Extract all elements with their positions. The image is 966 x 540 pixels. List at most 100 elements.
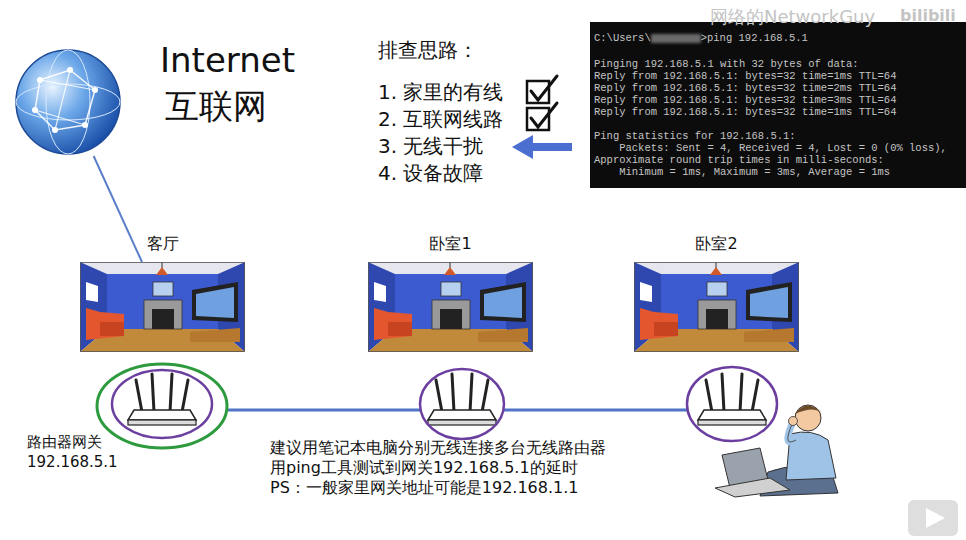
router-icon: [470, 374, 472, 412]
wall-picture: [707, 282, 727, 296]
note-text: 建议用笔记本电脑分别无线连接多台无线路由器: [270, 438, 606, 458]
globe-icon: [40, 80, 95, 90]
pointer-arrow: [512, 135, 533, 159]
title-text: 互联网: [165, 86, 267, 127]
globe-icon: [35, 70, 95, 130]
room-ceiling: [368, 262, 533, 274]
person-with-laptop: [788, 424, 796, 442]
highlight-ring: [97, 364, 227, 448]
ceiling-lamp: [156, 267, 168, 275]
wall-picture: [640, 282, 652, 302]
terminal-text: Minimum = 1ms, Maximum = 3ms, Average = …: [594, 166, 890, 178]
router-icon: [436, 374, 488, 412]
router-icon: [152, 374, 154, 412]
fireplace: [698, 300, 736, 329]
list-item: 3. 无线干扰: [378, 134, 483, 159]
person-with-laptop: [795, 405, 821, 414]
sofa: [374, 308, 412, 340]
router-icon: [722, 374, 724, 412]
router-icon: [182, 380, 188, 412]
wireless-link: [504, 409, 687, 412]
globe-icon: [16, 50, 120, 154]
list-heading: 排查思路：: [378, 38, 478, 63]
room-picture: 卧室1: [368, 262, 533, 352]
room-illustration: [80, 262, 245, 352]
router-icon: [436, 380, 442, 412]
wall-picture: [153, 282, 173, 296]
router-icon: [752, 380, 758, 412]
tv: [480, 282, 526, 322]
tv-cabinet: [190, 328, 240, 342]
sofa: [640, 308, 678, 340]
globe-icon: [37, 77, 43, 83]
tv: [192, 282, 238, 322]
globe-icon: [16, 84, 120, 120]
router-icon: [428, 374, 496, 425]
tv-screen: [484, 287, 522, 318]
terminal-line: Reply from 192.168.5.1: bytes=32 time=1m…: [594, 106, 962, 118]
room-name: 卧室2: [634, 234, 799, 254]
highlight-ring: [112, 370, 212, 438]
globe-icon: Internet互联网: [15, 48, 123, 156]
terminal-window: C:\Users\ >ping 192.168.5.1Pinging 192.16…: [590, 22, 966, 188]
terminal-line: Reply from 192.168.5.1: bytes=32 time=3m…: [594, 94, 962, 106]
sofa-seat: [388, 322, 412, 336]
terminal-text: C:\Users\: [594, 32, 651, 44]
router-icon: [428, 410, 496, 420]
terminal-line: Ping statistics for 192.168.5.1:: [594, 130, 962, 142]
fireplace-opening: [152, 309, 174, 329]
play-button: [908, 500, 958, 536]
check-box: [531, 103, 557, 127]
room-name: 客厅: [80, 234, 245, 254]
globe-icon: [52, 127, 58, 133]
terminal-line: Pinging 192.168.5.1 with 32 bytes of dat…: [594, 58, 962, 70]
list-item: 4. 设备故障: [378, 161, 483, 186]
terminal-line: Reply from 192.168.5.1: bytes=32 time=1m…: [594, 70, 962, 82]
sofa-seat: [654, 322, 678, 336]
globe-icon: [92, 87, 98, 93]
room-border: [635, 263, 799, 352]
ceiling-lamp: [444, 267, 456, 275]
tv-cabinet: [478, 328, 528, 342]
note-text: PS：一般家里网关地址可能是192.168.1.1: [270, 478, 579, 498]
play-button: [926, 508, 945, 528]
router-icon: [170, 374, 172, 412]
router-icon: [428, 420, 496, 425]
router-icon: [128, 420, 196, 425]
terminal-text: >ping 192.168.5.1: [701, 32, 808, 44]
router-icon: [128, 374, 196, 425]
person-with-laptop: [715, 405, 838, 497]
tv: [746, 282, 792, 322]
globe-icon: [67, 67, 73, 73]
router-icon: [698, 374, 766, 425]
router-icon: [698, 420, 766, 425]
terminal-line: Minimum = 1ms, Maximum = 3ms, Average = …: [594, 166, 962, 178]
pointer-arrow: [512, 135, 572, 159]
room-ceiling: [80, 262, 245, 274]
room-picture: 客厅: [80, 262, 245, 352]
terminal-text: Ping statistics for 192.168.5.1:: [594, 130, 796, 142]
network-cable: [94, 156, 142, 262]
tv-screen: [750, 287, 788, 318]
highlight-ring: [420, 369, 504, 439]
gateway-label: 路由器网关: [27, 433, 102, 452]
terminal-text: Reply from 192.168.5.1: bytes=32 time=3m…: [594, 94, 896, 106]
note-text: 用ping工具测试到网关192.168.5.1的延时: [270, 458, 578, 478]
watermark: 网络的NetworkGuy: [710, 6, 875, 29]
fireplace-opening: [440, 309, 462, 329]
router-icon: [706, 374, 758, 412]
globe-icon: [46, 50, 90, 154]
router-icon: [136, 374, 188, 412]
room-ceiling: [634, 262, 799, 274]
router-icon: [740, 374, 742, 412]
terminal-line: C:\Users\ >ping 192.168.5.1: [594, 32, 962, 44]
router-icon: [706, 380, 712, 412]
wall-picture: [86, 282, 98, 302]
terminal-text: Pinging 192.168.5.1 with 32 bytes of dat…: [594, 58, 859, 70]
blurred-username: [651, 34, 701, 43]
terminal-text: Reply from 192.168.5.1: bytes=32 time=1m…: [594, 70, 896, 82]
globe-icon: [55, 70, 70, 130]
room-illustration: [368, 262, 533, 352]
pointer-arrow: [530, 143, 572, 151]
fireplace: [144, 300, 182, 329]
